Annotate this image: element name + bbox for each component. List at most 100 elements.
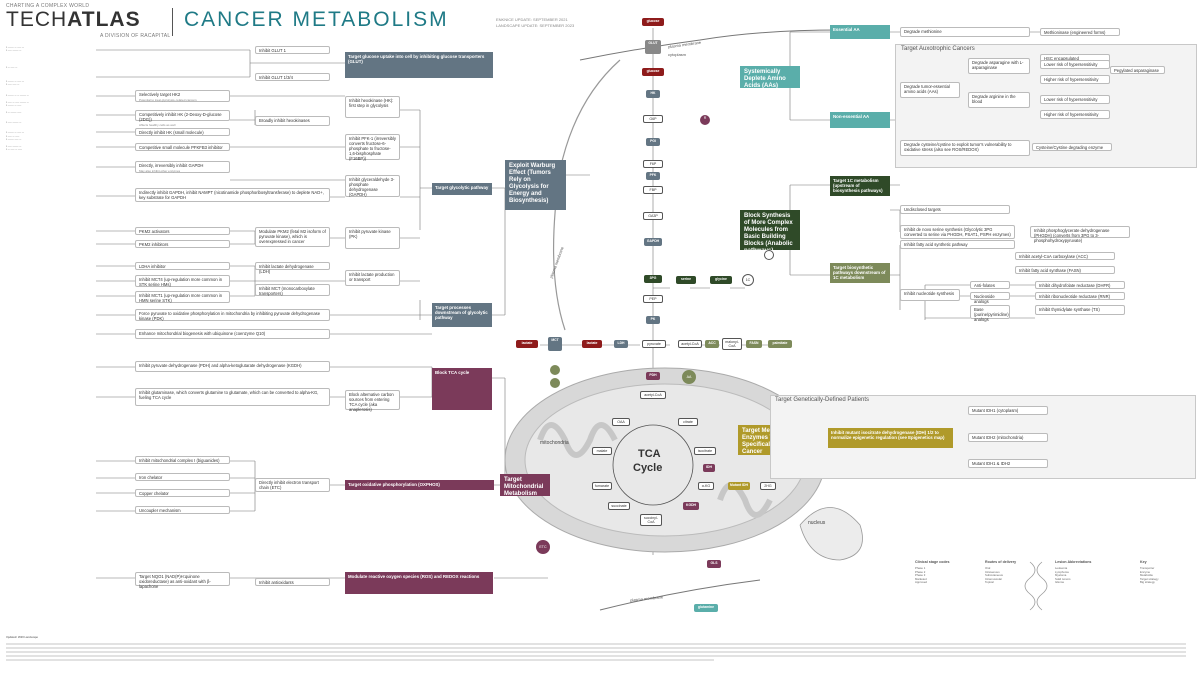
strategy-box[interactable]: Inhibit GLUT 1/3/4: [255, 73, 330, 81]
target-downstream[interactable]: Target processes downstream of glycolyti…: [432, 303, 492, 327]
mid-strategy-label: Inhibit lactate dehydrogenase (LDH): [259, 264, 314, 274]
mid-strategy-box[interactable]: Inhibit antioxidants: [255, 578, 330, 586]
target-oxphos[interactable]: Target oxidative phosphorylation (OXPHOS…: [345, 480, 494, 490]
inhibit-nucleotide[interactable]: Inhibit nucleotide synthesis: [900, 289, 960, 301]
strategy-warburg[interactable]: Exploit Warburg Effect (Tumors Rely on G…: [505, 160, 566, 210]
strategy-box[interactable]: Inhibit GLUT 1: [255, 46, 330, 54]
degrade-arginine[interactable]: Degrade arginine in the blood: [968, 92, 1030, 108]
inhibit-ts[interactable]: Inhibit thymidylate synthase (TS): [1035, 305, 1125, 315]
lactate-outside: lactate: [516, 340, 538, 348]
strategy-box[interactable]: Copper chelator: [135, 489, 230, 497]
inhibit-rnr[interactable]: Inhibit ribonucleotide reductase (RNR): [1035, 292, 1125, 300]
strategy-box[interactable]: Inhibit MCT1 (up-regulation more common …: [135, 291, 230, 303]
strategy-sub: Affects healthy cells as well: [139, 123, 176, 127]
strategy-box[interactable]: Competitively inhibit HK (2-Deoxy-D-gluc…: [135, 110, 230, 127]
inhibit-dhfr[interactable]: Inhibit dihydrofolate reductase (DHFR): [1035, 281, 1125, 289]
hk-enzyme: HK: [646, 90, 660, 98]
mid-strategy-box[interactable]: Modulate PKM2 (fetal M2 isoform of pyruv…: [255, 227, 330, 247]
fbp-metabolite: FBP: [643, 186, 663, 194]
strategy-box[interactable]: Inhibit MCT4 (up-regulation more common …: [135, 275, 230, 287]
strategy-deplete-aa[interactable]: Systemically Deplete Amino Acids (AAs): [740, 66, 800, 89]
nucleus-label: nucleus: [808, 520, 826, 526]
strategy-box[interactable]: Indirectly inhibit GAPDH, inhibit NAMPT …: [135, 188, 330, 202]
mid-strategy-box[interactable]: Inhibit glyceraldehyde 3-phosphate dehyd…: [345, 175, 400, 197]
mutant-idh1[interactable]: Mutant IDH1 (cytoplasm): [968, 406, 1048, 415]
footer-text-line: [6, 643, 1186, 645]
degrade-asparagine[interactable]: Degrade asparagine with L-asparaginase: [968, 58, 1030, 74]
methioninase[interactable]: Methioninase (engineered forms): [1040, 28, 1120, 36]
mid-strategy-box[interactable]: Broadly inhibit hexokinases: [255, 116, 330, 126]
higher-risk-1[interactable]: Higher risk of hypersensitivity: [1040, 75, 1110, 84]
mutant-idh12[interactable]: Mutant IDH1 & IDH2: [968, 459, 1048, 468]
cystine-enzyme[interactable]: Cysteine/Cystine degrading enzyme: [1032, 143, 1112, 151]
mid-strategy-box[interactable]: Inhibit lactate production or transport: [345, 270, 400, 286]
oaa-metabolite: OAA: [612, 418, 630, 426]
higher-risk-2[interactable]: Higher risk of hypersensitivity: [1040, 110, 1110, 119]
target-label: Target glycolytic pathway: [435, 185, 489, 190]
strategy-box[interactable]: Enhance mitochondrial biogenesis with ub…: [135, 329, 330, 339]
idh-enzyme: IDH: [703, 464, 715, 472]
nucleoside-analogs[interactable]: Nucleoside analogs: [970, 292, 1010, 304]
strategy-box[interactable]: Inhibit pyruvate dehydrogenase (PDH) and…: [135, 361, 330, 372]
degrade-cysteine[interactable]: Degrade cysteine/cystine to exploit tumo…: [900, 140, 1030, 156]
strategy-box[interactable]: PKM2 activators: [135, 227, 230, 235]
malonyl-coa: malonyl-CoA: [722, 338, 742, 350]
mid-strategy-box[interactable]: Block alternative carbon sources from en…: [345, 390, 400, 412]
mid-strategy-box[interactable]: Inhibit lactate dehydrogenase (LDH): [255, 262, 330, 274]
nonessential-aa[interactable]: Non-essential AA: [830, 112, 890, 128]
legend-item: Phase 1: [915, 566, 926, 570]
strategy-box[interactable]: Competitive small molecule PFKFB3 inhibi…: [135, 143, 230, 151]
strategy-box[interactable]: Uncoupler mechanism: [135, 506, 230, 514]
acc-enzyme: ACC: [705, 340, 719, 348]
strategy-label: LDHA inhibitor: [139, 264, 166, 269]
strategy-mito[interactable]: Target Mitochondrial Metabolism: [500, 474, 550, 497]
inhibit-serine[interactable]: Inhibit de novo serine synthesis (Glycol…: [900, 225, 1015, 239]
lower-risk-1[interactable]: Lower risk of hypersensitivity: [1040, 60, 1110, 69]
degrade-methionine[interactable]: Degrade methionine: [900, 27, 1030, 37]
mid-strategy-box[interactable]: Inhibit MCT (monocarboxylate transporter…: [255, 284, 330, 296]
undisclosed-targets[interactable]: Undisclosed targets: [900, 205, 1010, 214]
strategy-box[interactable]: Target NQO1 (NAD(P)H:quinone oxidoreduct…: [135, 572, 230, 589]
acetyl-coa-cyto: acetyl-CoA: [678, 340, 702, 348]
strategy-box[interactable]: PKM2 inhibitors: [135, 240, 230, 248]
base-analogs[interactable]: Base (purine/pyrimidine) analogs: [970, 305, 1010, 322]
mid-strategy-box[interactable]: Directly inhibit electron transport chai…: [255, 478, 330, 492]
strategy-box[interactable]: Inhibit glutaminase, which converts glut…: [135, 388, 330, 406]
lower-risk-2[interactable]: Lower risk of hypersensitivity: [1040, 95, 1110, 104]
pegylated[interactable]: Pegylated asparaginase: [1110, 66, 1165, 74]
mid-strategy-box[interactable]: Inhibit pyruvate kinase (PK): [345, 227, 400, 249]
strategy-box[interactable]: Iron chelator: [135, 473, 230, 481]
target-1c[interactable]: Target 1C metabolism (upstream of biosyn…: [830, 176, 890, 196]
legend-col3: Leukemia Lymphoma Myeloma Solid tumors G…: [1055, 566, 1071, 585]
legend-item: Glioma: [1055, 580, 1064, 585]
footer-text-line: [6, 655, 1186, 657]
strategy-box[interactable]: Inhibit mitochondrial complex I (biguani…: [135, 456, 230, 464]
mid-strategy-label: Inhibit pyruvate kinase (PK): [349, 229, 391, 239]
strategy-box[interactable]: Directly inhibit HK (small molecule): [135, 128, 230, 136]
mid-strategy-label: Directly inhibit electron transport chai…: [259, 480, 319, 490]
target-glut[interactable]: Target glucose uptake into cell by inhib…: [345, 52, 493, 78]
anti-folates[interactable]: Anti-folates: [970, 281, 1010, 289]
inhibit-fasn[interactable]: Inhibit fatty acid synthase (FASN): [1015, 266, 1115, 274]
degrade-nonessential[interactable]: Degrade tumor-essential amino acids (AAs…: [900, 82, 960, 98]
mutant-idh2[interactable]: Mutant IDH2 (mitochondria): [968, 433, 1048, 442]
mct-transporter: MCT: [548, 337, 562, 351]
essential-aa[interactable]: Essential AA: [830, 25, 890, 39]
strategy-box[interactable]: Force pyruvate to oxidative phosphorylat…: [135, 309, 330, 321]
mid-strategy-box[interactable]: Inhibit hexokinase (HK): first step in g…: [345, 96, 400, 118]
target-ros[interactable]: Modulate reactive oxygen species (ROS) a…: [345, 572, 493, 594]
target-tca[interactable]: Block TCA cycle: [432, 368, 492, 410]
target-biosynthetic[interactable]: Target biosynthetic pathways downstream …: [830, 263, 890, 283]
strategy-box[interactable]: LDHA inhibitor: [135, 262, 230, 270]
inhibit-acc[interactable]: Inhibit acetyl-CoA carboxylase (ACC): [1015, 252, 1115, 260]
inhibit-phgdh[interactable]: Inhibit phosphoglycerate dehydrogenase (…: [1030, 226, 1130, 243]
fatty-acid[interactable]: Inhibit fatty acid synthetic pathway: [900, 240, 1015, 249]
strategy-anabolic[interactable]: Block Synthesis of More Complex Molecule…: [740, 210, 800, 254]
target-glycolytic[interactable]: Target glycolytic pathway: [432, 183, 492, 195]
node-a: [550, 365, 560, 375]
idh-box[interactable]: Inhibit mutant isocitrate dehydrogenase …: [828, 428, 953, 448]
target-label: Modulate reactive oxygen species (ROS) a…: [348, 574, 480, 579]
mid-strategy-box[interactable]: Inhibit PFK-1 (irreversibly converts fru…: [345, 134, 400, 161]
